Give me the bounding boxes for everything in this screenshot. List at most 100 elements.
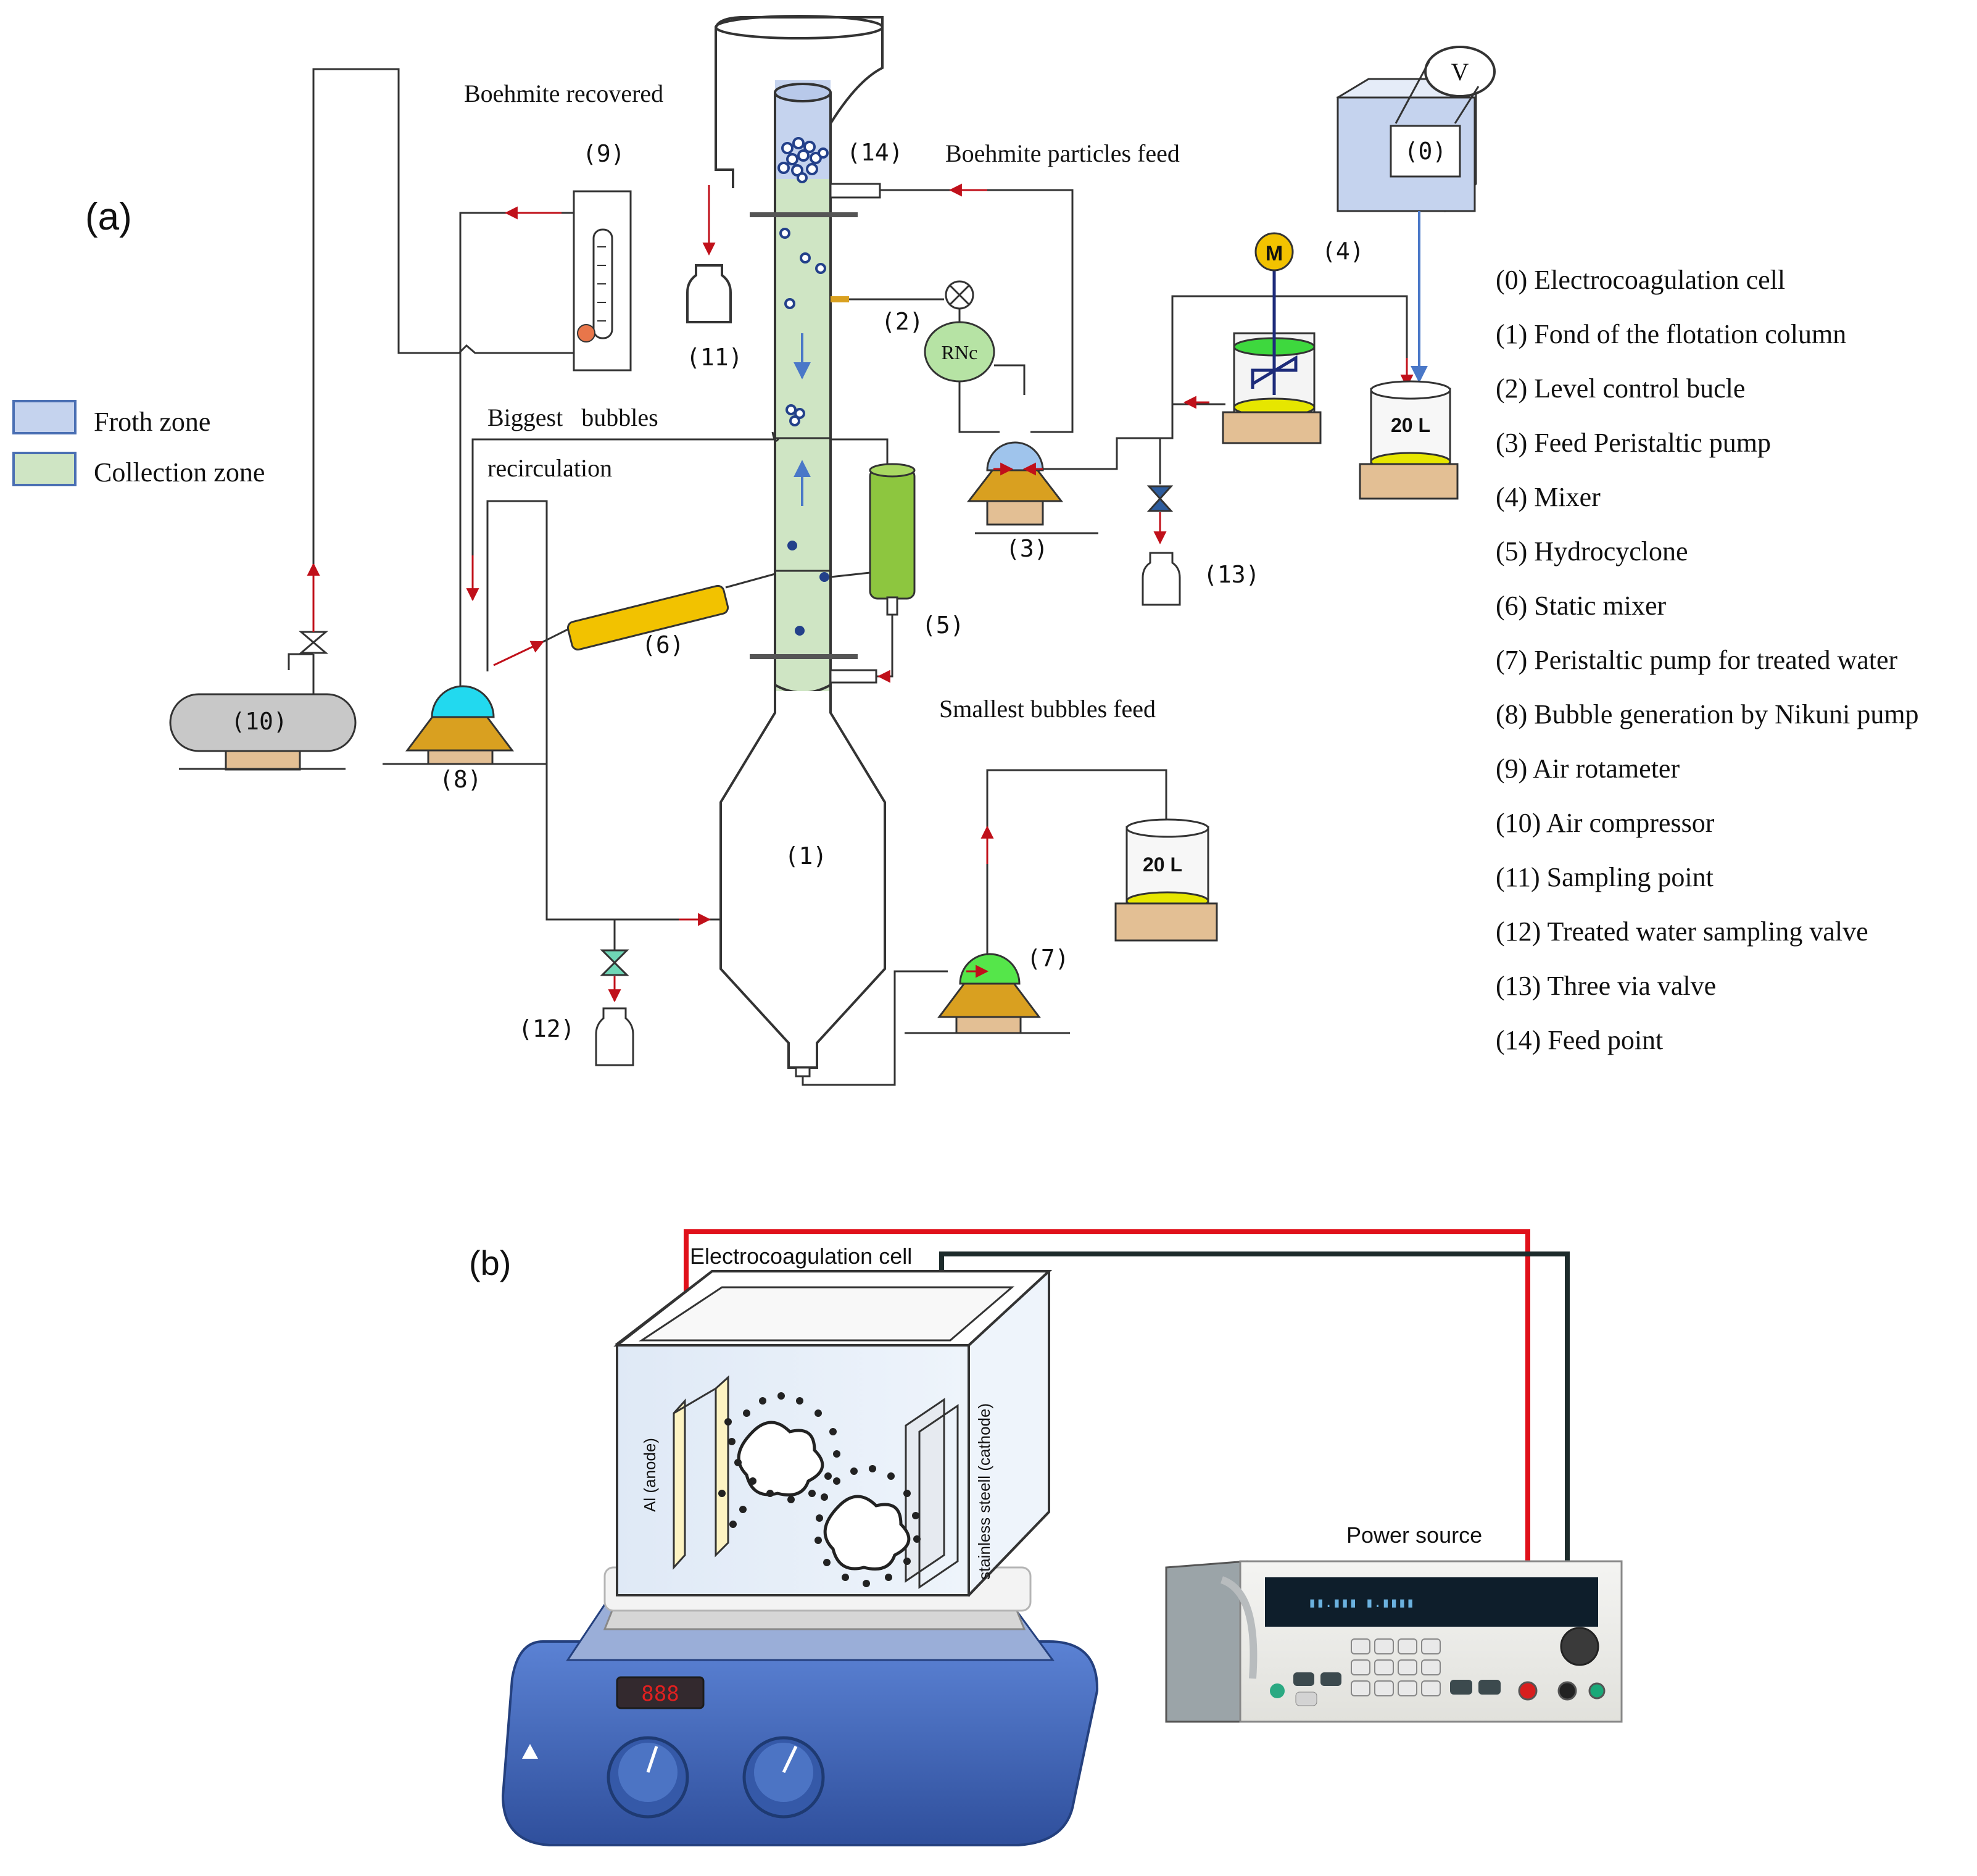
fond-outline — [719, 691, 886, 1069]
rotameter-float — [577, 324, 595, 342]
rotameter-outlet — [459, 212, 574, 691]
psu-knob — [1560, 1627, 1599, 1666]
component-item: (2) Level control bucle — [1496, 373, 1745, 404]
pump-7-stand — [955, 1016, 1022, 1034]
label-n3: (3) — [1006, 535, 1048, 562]
pump-8-head — [431, 685, 495, 718]
pump-7-base — [937, 981, 1041, 1018]
legend-swatch-collection — [12, 452, 77, 486]
psu-handle — [1220, 1576, 1258, 1679]
label-n10: (10) — [231, 708, 288, 735]
floc-cluster-lower — [814, 1465, 921, 1587]
air-compressor-10: (10) — [169, 68, 579, 771]
bottle-12 — [595, 1007, 634, 1066]
label-voltmeter: V — [1451, 58, 1469, 86]
panel-b-label: (b) — [469, 1243, 511, 1282]
label-recirculation: recirculation — [487, 454, 612, 482]
mixer-4: M (4) — [1171, 232, 1414, 444]
component-item: (11) Sampling point — [1496, 862, 1714, 892]
warning-triangle-icon — [522, 1744, 538, 1759]
treated-water-pump-7: (7) 20 L — [802, 769, 1218, 1086]
panel-b: (b) Electrocoagulation cell 888 — [469, 1229, 1623, 1846]
label-n13: (13) — [1203, 561, 1260, 588]
cathode-plate-2 — [918, 1404, 959, 1589]
label-rnc: RNc — [942, 341, 978, 363]
anode-label: Al (anode) — [640, 1438, 659, 1512]
pump-7-head — [959, 953, 1021, 985]
label-n4: (4) — [1322, 238, 1364, 265]
nikuni-pump-8: (8) — [383, 500, 678, 921]
label-n6: (6) — [642, 631, 684, 658]
label-n5: (5) — [922, 612, 964, 639]
label-tank-bottom: 20 L — [1143, 853, 1182, 876]
display-digits-icon: 888 — [641, 1682, 679, 1706]
anode-plate-2 — [715, 1375, 729, 1558]
label-n2: (2) — [881, 308, 924, 335]
cathode-label: stainless steell (cathode) — [975, 1403, 993, 1580]
column-bubbles — [779, 228, 829, 636]
legend-swatch-froth — [12, 400, 77, 434]
label-n7: (7) — [1027, 945, 1069, 972]
valve-13 — [1146, 485, 1174, 512]
psu-display — [1265, 1577, 1598, 1627]
component-item: (4) Mixer — [1496, 482, 1601, 512]
component-item: (8) Bubble generation by Nikuni pump — [1496, 699, 1919, 729]
voltmeter — [1424, 46, 1496, 98]
fond-outlet — [795, 1066, 811, 1077]
sampling-valve-12: (12) — [518, 913, 721, 1066]
feed-pump-3: (3) — [966, 406, 1174, 562]
boehmite-feed-line: Boehmite particles feed — [829, 139, 1180, 433]
power-source-label: Power source — [1346, 1522, 1482, 1548]
label-motor: M — [1266, 242, 1283, 265]
bottom-feed-nozzle — [829, 669, 877, 684]
tank-20l-top-stand — [1359, 463, 1459, 500]
froth-bubbles — [777, 137, 829, 183]
cell-inner-rim — [639, 1286, 1015, 1342]
label-n0: (0) — [1404, 138, 1447, 165]
label-n11: (11) — [686, 344, 743, 371]
pump-8-stand — [427, 749, 494, 765]
label-tank-top: 20 L — [1391, 414, 1430, 436]
three-via-valve-13: (13) — [1142, 438, 1260, 606]
component-item: (5) Hydrocyclone — [1496, 536, 1688, 567]
column-top — [774, 83, 832, 102]
flotation-column — [750, 80, 858, 694]
component-item: (7) Peristaltic pump for treated water — [1496, 645, 1898, 675]
feed-nozzle-14 — [829, 183, 881, 199]
component-item: (13) Three via valve — [1496, 971, 1716, 1001]
terminal-green — [1588, 1682, 1606, 1700]
level-control-2: RNc (2) — [831, 280, 1026, 433]
label-smallest-bubbles: Smallest bubbles feed — [939, 695, 1156, 723]
label-biggest-bubbles: Biggest bubbles — [487, 404, 658, 431]
static-mixer-body — [566, 584, 729, 651]
legend-label-collection: Collection zone — [94, 457, 265, 488]
compressor-valve — [298, 631, 329, 654]
label-n1: (1) — [785, 842, 827, 870]
electrocoagulation-cell-0: (0) V 20 L — [1336, 46, 1496, 500]
component-item: (3) Feed Peristaltic pump — [1496, 428, 1771, 458]
valve-12 — [600, 949, 629, 976]
pump-8-suction — [486, 500, 678, 921]
component-item: (14) Feed point — [1496, 1025, 1663, 1055]
glass-cell: Al (anode) stainless steell (cathode) — [613, 1270, 1053, 1597]
pump-3-head — [986, 441, 1044, 471]
psu-display-readout-icon: ▮▮.▮▮▮ ▮.▮▮▮▮ — [1308, 1595, 1414, 1611]
level-sensor — [831, 296, 849, 302]
recirculation-line: Biggest bubbles recirculation — [466, 404, 889, 602]
floc-cluster-upper — [718, 1392, 840, 1528]
label-n14: (14) — [847, 139, 903, 166]
panel-a-label: (a) — [85, 196, 132, 238]
air-line — [312, 68, 579, 564]
column-bottom-fond: (1) — [719, 691, 886, 1077]
pump-3-base — [966, 468, 1064, 502]
hotplate-stirrer: 888 — [501, 1566, 1099, 1846]
terminal-black — [1557, 1681, 1577, 1701]
pump-8-base — [405, 715, 514, 752]
panel-a: (a) Froth zone Collection zone — [12, 15, 1919, 1086]
bottle-11 — [686, 264, 732, 323]
tank-20l-bottom-stand — [1114, 902, 1218, 942]
component-list: (0) Electrocoagulation cell (1) Fond of … — [1496, 265, 1919, 1055]
column-side-port — [771, 431, 780, 442]
pump-3-inlet — [1043, 406, 1174, 470]
